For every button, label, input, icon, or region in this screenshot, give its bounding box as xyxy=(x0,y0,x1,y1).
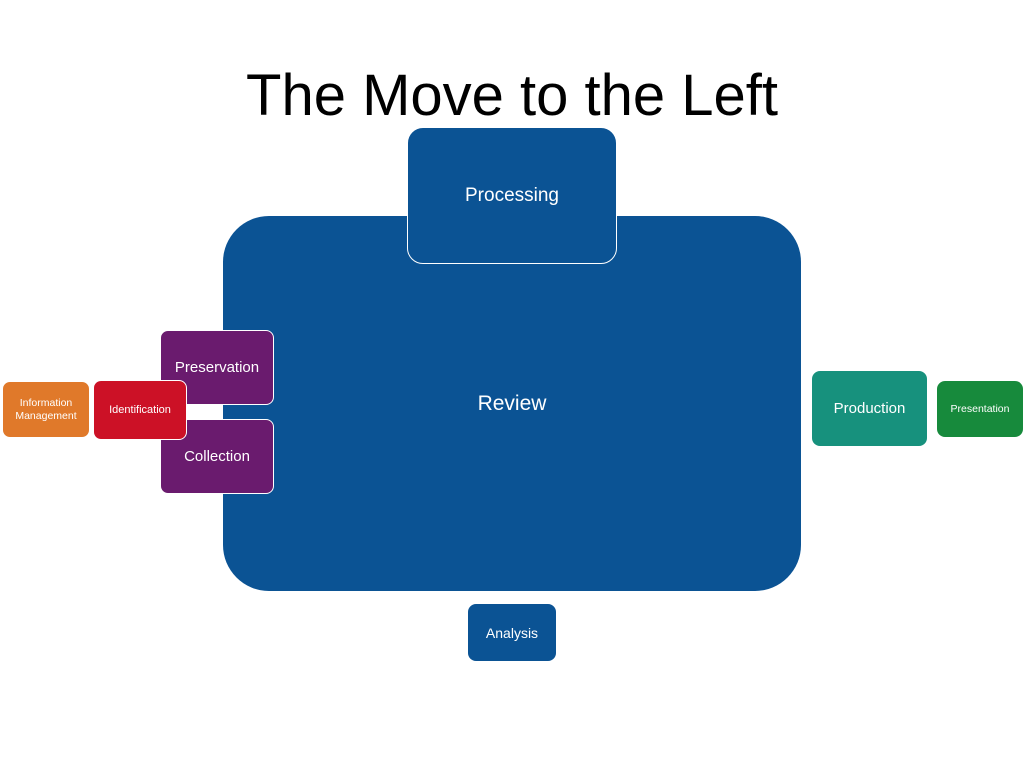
collection-label: Collection xyxy=(184,448,250,465)
slide-title: The Move to the Left xyxy=(246,63,778,128)
preservation-label: Preservation xyxy=(174,359,260,376)
analysis-label: Analysis xyxy=(485,624,539,641)
production-label: Production xyxy=(833,400,906,417)
information-management-label-line1: Information xyxy=(19,396,73,409)
processing-label: Processing xyxy=(465,184,559,206)
identification-box: Identification xyxy=(93,380,187,440)
information-management-box: Information Management xyxy=(2,381,90,438)
review-box: Review xyxy=(223,216,801,591)
analysis-box: Analysis xyxy=(468,604,556,661)
production-box: Production xyxy=(812,371,927,446)
presentation-box: Presentation xyxy=(937,381,1023,437)
review-label: Review xyxy=(477,391,547,415)
information-management-label-line2: Management xyxy=(15,409,77,422)
processing-box: Processing xyxy=(407,127,617,264)
presentation-label: Presentation xyxy=(950,403,1010,415)
identification-label: Identification xyxy=(109,404,171,416)
